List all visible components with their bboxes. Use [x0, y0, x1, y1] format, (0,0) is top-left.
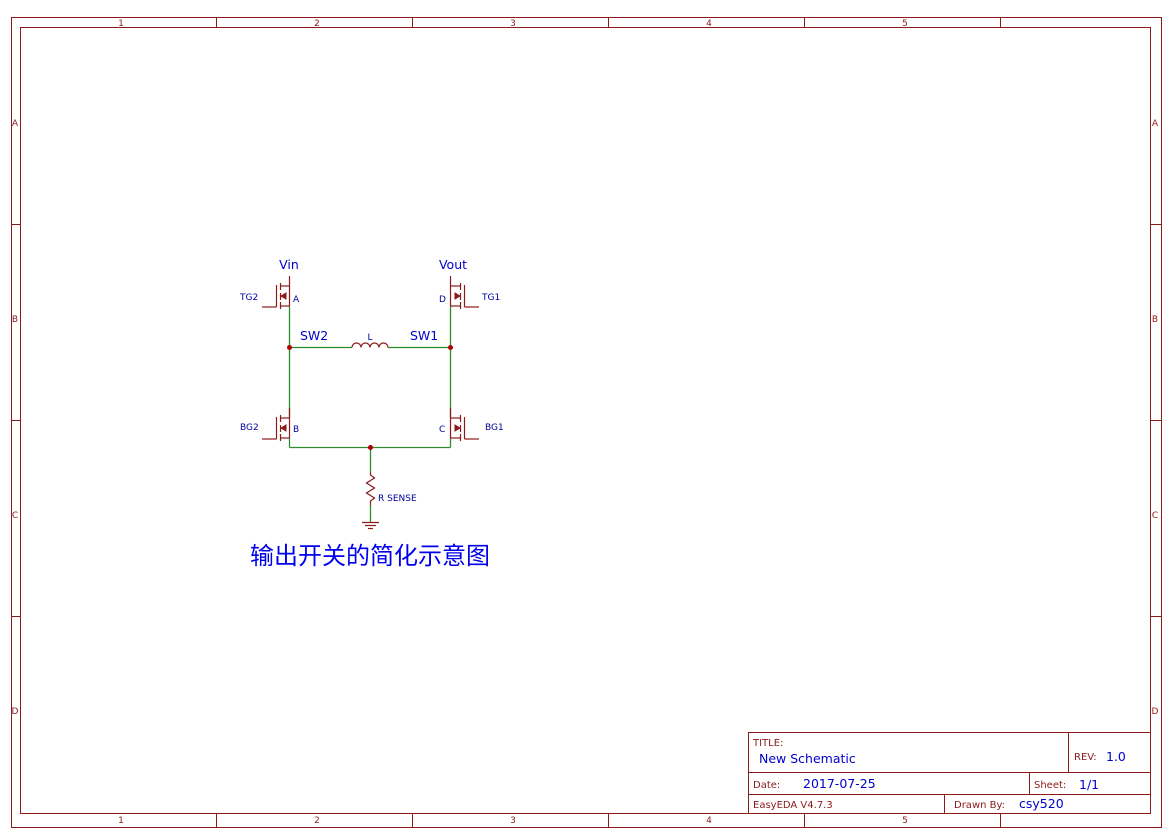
junction-sw1 — [448, 345, 453, 350]
date-value[interactable]: 2017-07-25 — [803, 776, 876, 791]
resistor-r-sense[interactable] — [365, 472, 376, 505]
pin-label-c: C — [439, 425, 445, 435]
ruler-col-1: 1 — [118, 19, 124, 29]
ruler-column-labels-bottom: 1 2 3 4 5 — [118, 816, 908, 826]
ruler-col-3: 3 — [510, 19, 516, 29]
sheet-border — [11, 17, 1162, 828]
ruler-col-3-bottom: 3 — [510, 816, 516, 826]
ruler-col-1-bottom: 1 — [118, 816, 124, 826]
pin-label-a: A — [293, 295, 300, 305]
mosfet-bg1[interactable] — [449, 408, 480, 441]
ruler-row-b-right: B — [1152, 315, 1158, 325]
mosfet-bg2[interactable] — [262, 408, 291, 441]
net-label-vout[interactable]: Vout — [439, 257, 467, 272]
ruler-col-5: 5 — [902, 19, 908, 29]
ruler-ticks — [11, 17, 1162, 828]
ruler-row-labels-left: A B C D — [12, 119, 19, 717]
net-label-sw2[interactable]: SW2 — [300, 328, 328, 343]
part-label-bg1: BG1 — [485, 423, 504, 433]
mosfet-tg1[interactable] — [449, 276, 480, 309]
drawn-by-value[interactable]: csy520 — [1019, 796, 1064, 811]
junction-sw2 — [287, 345, 292, 350]
ruler-row-b: B — [12, 315, 18, 325]
ruler-row-a-right: A — [1152, 119, 1159, 129]
ruler-row-labels-right: A B C D — [1152, 119, 1159, 717]
title-label: TITLE: — [752, 738, 783, 749]
mosfet-tg2[interactable] — [262, 276, 291, 309]
pin-label-d: D — [439, 295, 446, 305]
rev-label: REV: — [1074, 752, 1097, 763]
part-label-inductor: L — [367, 333, 372, 343]
part-label-bg2: BG2 — [240, 423, 259, 433]
ruler-column-labels-top: 1 2 3 4 5 — [118, 19, 908, 29]
sheet-value[interactable]: 1/1 — [1079, 777, 1099, 792]
schematic-circuit: Vin Vout SW2 SW1 — [239, 257, 504, 570]
part-label-resistor: R SENSE — [378, 494, 417, 504]
ruler-col-4: 4 — [706, 19, 712, 29]
inductor-l[interactable] — [351, 342, 389, 348]
drawn-by-label: Drawn By: — [954, 800, 1005, 811]
ruler-row-c-right: C — [1152, 511, 1158, 521]
ruler-col-4-bottom: 4 — [706, 816, 712, 826]
pin-label-b: B — [293, 425, 299, 435]
ruler-row-d: D — [12, 707, 19, 717]
ruler-row-c: C — [12, 511, 18, 521]
net-label-vin[interactable]: Vin — [279, 257, 299, 272]
rev-value[interactable]: 1.0 — [1106, 749, 1126, 764]
title-block: TITLE: New Schematic REV: 1.0 Date: 2017… — [748, 732, 1151, 814]
ruler-row-d-right: D — [1152, 707, 1159, 717]
sheet-label: Sheet: — [1034, 780, 1066, 791]
ruler-col-5-bottom: 5 — [902, 816, 908, 826]
ruler-row-a: A — [12, 119, 19, 129]
junction-sense — [368, 445, 373, 450]
date-label: Date: — [753, 780, 780, 791]
diagram-caption: 输出开关的简化示意图 — [250, 542, 490, 570]
part-label-tg2: TG2 — [239, 293, 258, 303]
part-label-tg1: TG1 — [481, 293, 500, 303]
ruler-col-2-bottom: 2 — [314, 816, 320, 826]
software-version: EasyEDA V4.7.3 — [753, 800, 833, 811]
ruler-col-2: 2 — [314, 19, 320, 29]
ground-icon — [362, 521, 379, 530]
title-value[interactable]: New Schematic — [759, 751, 856, 766]
net-label-sw1[interactable]: SW1 — [410, 328, 438, 343]
